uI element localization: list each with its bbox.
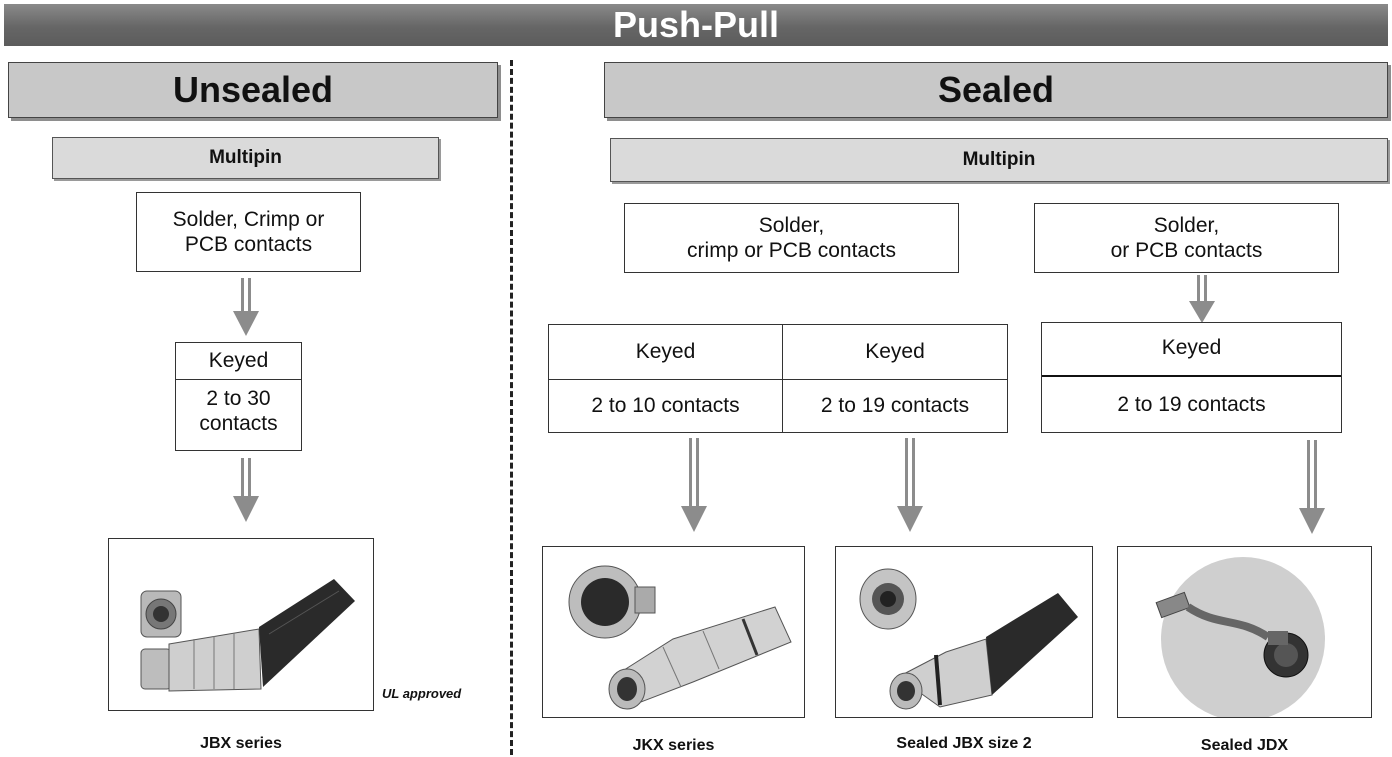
- page-title: Push-Pull: [4, 4, 1388, 46]
- jkx-product-photo: [542, 546, 805, 718]
- jkx-arrow: [681, 438, 707, 532]
- table-row-divider: [1042, 375, 1341, 377]
- unsealed-multipin-header: Multipin: [52, 137, 439, 179]
- sealed-jdx-caption: Sealed JDX: [1200, 737, 1289, 754]
- sealed-multipin-header: Multipin: [610, 138, 1388, 182]
- unsealed-contacts-box: Solder, Crimp or PCB contacts: [136, 192, 361, 272]
- sealed-jdx-arrow: [1299, 440, 1325, 534]
- sealed-group2-keyed: Keyed: [1161, 336, 1222, 359]
- sealed-jdx-product-photo: [1117, 546, 1372, 718]
- jkx-caption: JKX series: [632, 737, 715, 754]
- jbx-product-photo: [108, 538, 374, 711]
- unsealed-range-line1: 2 to 30: [206, 387, 271, 410]
- table-row-divider: [549, 379, 1007, 380]
- unsealed-range-line2: contacts: [199, 412, 278, 436]
- unsealed-arrow-2: [233, 458, 259, 522]
- table-column-divider: [782, 325, 783, 432]
- sealed-group2-keyed-table: Keyed 2 to 19 contacts: [1041, 322, 1342, 433]
- unsealed-contacts-line1: Solder, Crimp or: [172, 207, 325, 231]
- sealed-group1-contacts-line2: crimp or PCB contacts: [687, 239, 896, 262]
- unsealed-contacts-line2: PCB contacts: [184, 233, 313, 256]
- sealed-group2-contacts-line2: or PCB contacts: [1110, 239, 1263, 262]
- ul-approved-note: UL approved: [382, 686, 462, 701]
- sealed-jbx-caption: Sealed JBX size 2: [896, 735, 1032, 752]
- unsealed-keyed-box: Keyed 2 to 30 contacts: [175, 342, 302, 451]
- sealed-group2-contacts-line1: Solder,: [1153, 213, 1220, 237]
- sealed-group1-contacts-box: Solder, crimp or PCB contacts: [624, 203, 959, 273]
- unsealed-keyed-label: Keyed: [208, 349, 269, 373]
- sealed-jbx-product-photo: [835, 546, 1093, 718]
- jbx-caption: JBX series: [200, 735, 282, 752]
- sealed-keyed-a: Keyed: [635, 340, 696, 363]
- sealed-group2-contacts-box: Solder, or PCB contacts: [1034, 203, 1339, 273]
- unsealed-arrow-1: [233, 278, 259, 336]
- sealed-group2-arrow-1: [1189, 275, 1215, 323]
- sealed-header: Sealed: [604, 62, 1388, 118]
- sealed-keyed-b: Keyed: [865, 340, 925, 363]
- sealed-group1-keyed-table: Keyed Keyed 2 to 10 contacts 2 to 19 con…: [548, 324, 1008, 433]
- sealed-jbx-arrow: [897, 438, 923, 532]
- sealed-group2-range: 2 to 19 contacts: [1117, 393, 1266, 416]
- sealed-range-a: 2 to 10 contacts: [591, 394, 740, 417]
- sealed-group1-contacts-line1: Solder,: [758, 213, 825, 237]
- unsealed-header: Unsealed: [8, 62, 498, 118]
- section-divider: [510, 60, 513, 755]
- sealed-range-b: 2 to 19 contacts: [820, 394, 970, 417]
